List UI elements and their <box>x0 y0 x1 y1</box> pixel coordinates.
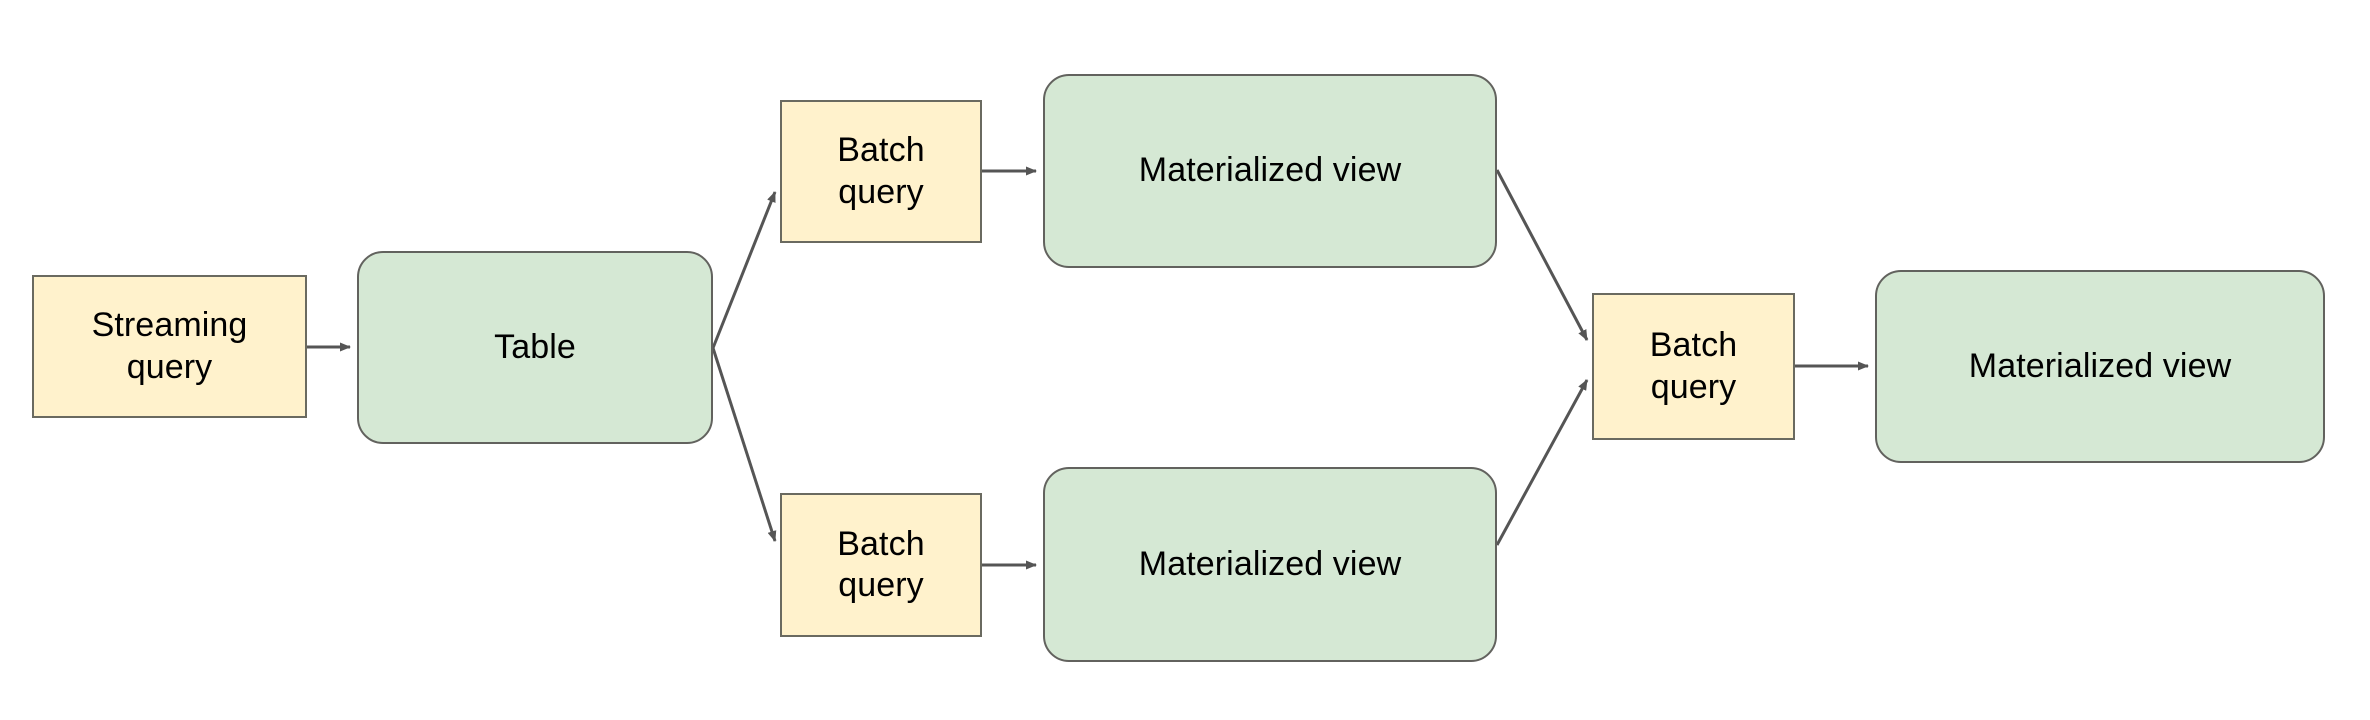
node-batch-query-bottom-label: Batch query <box>837 524 925 604</box>
node-materialized-view-top-label: Materialized view <box>1138 151 1402 190</box>
node-table-label: Table <box>494 327 576 366</box>
edge-table-to-batch-query-bottom <box>711 347 777 542</box>
node-materialized-view-final-label: Materialized view <box>1968 346 2232 385</box>
node-streaming-query-label: Streaming query <box>91 306 248 386</box>
node-batch-query-merge[interactable]: Batch query <box>1592 293 1795 440</box>
edge-materialized-view-top-to-batch-query-merge <box>1495 169 1589 341</box>
node-materialized-view-bottom[interactable]: Materialized view <box>1043 467 1497 662</box>
node-materialized-view-top[interactable]: Materialized view <box>1043 74 1497 268</box>
node-batch-query-merge-label: Batch query <box>1649 326 1738 406</box>
node-batch-query-top[interactable]: Batch query <box>780 100 982 243</box>
node-batch-query-bottom[interactable]: Batch query <box>780 493 982 637</box>
node-batch-query-top-label: Batch query <box>837 131 925 211</box>
edge-table-to-batch-query-top <box>711 191 777 349</box>
node-materialized-view-final[interactable]: Materialized view <box>1875 270 2325 463</box>
node-materialized-view-bottom-label: Materialized view <box>1138 544 1402 583</box>
node-table[interactable]: Table <box>357 251 713 444</box>
edge-materialized-view-bottom-to-batch-query-merge <box>1495 379 1589 546</box>
node-streaming-query[interactable]: Streaming query <box>32 275 307 418</box>
